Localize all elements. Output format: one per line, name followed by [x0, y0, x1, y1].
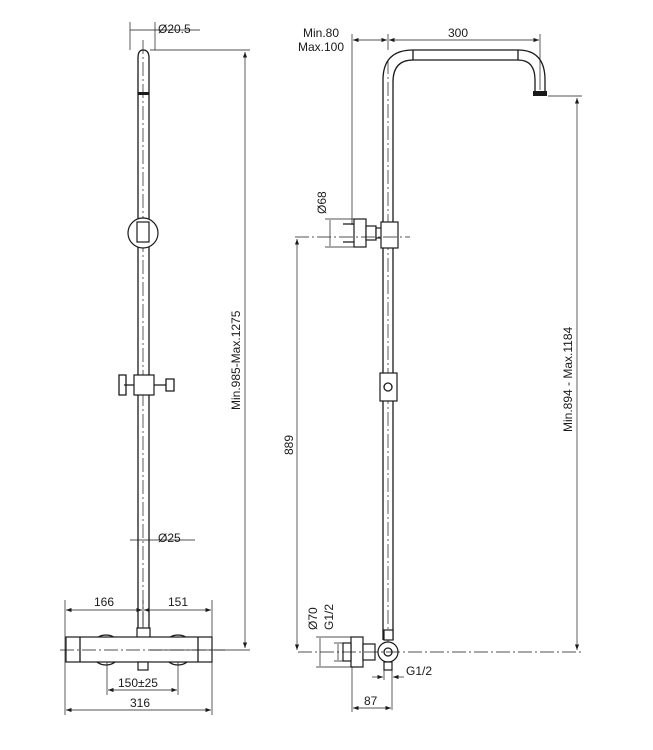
dim-bracket-diameter: Ø68 [315, 191, 329, 214]
dim-wall-distance-max: Max.100 [298, 40, 344, 54]
dim-eccentric-diameter: Ø70 [306, 607, 320, 630]
dim-height-range: Min.894 - Max.1184 [561, 327, 575, 432]
dim-arm-reach: 300 [448, 26, 468, 40]
rail-band [138, 92, 149, 95]
dim-height-range: Min.985-Max.1275 [229, 310, 243, 410]
thermostatic-mixer [65, 636, 213, 663]
shower-head-outlet [533, 91, 547, 96]
dim-rail-diameter: Ø20.5 [158, 22, 191, 36]
slider [133, 374, 155, 396]
dim-overall-width: 316 [130, 696, 150, 710]
slider [379, 372, 398, 402]
dim-right-offset: 151 [168, 595, 188, 609]
side-view: Min.80 Max.100 300 Ø68 889 Min.894 - Max… [282, 26, 582, 712]
dim-outlet-thread: G1/2 [406, 664, 432, 678]
wall-bracket [353, 218, 367, 248]
dim-wall-distance-min: Min.80 [303, 26, 339, 40]
dim-wall-projection: 87 [364, 694, 378, 708]
dim-inlet-centres: 150±25 [118, 676, 158, 690]
front-view: Ø20.5 Ø25 Min.985-Max.1275 166 151 150±2… [60, 22, 250, 715]
dim-inlet-thread: G1/2 [322, 604, 336, 630]
dim-bracket-height: 889 [282, 435, 296, 455]
dim-left-offset: 166 [94, 595, 114, 609]
dim-slider-diameter: Ø25 [158, 531, 181, 545]
